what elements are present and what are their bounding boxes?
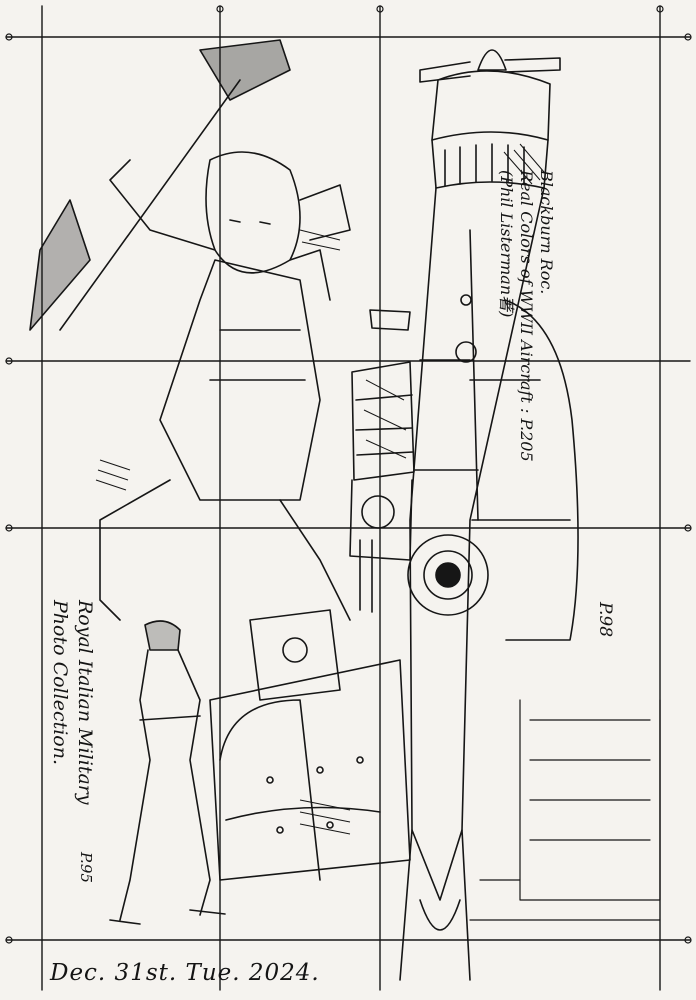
note-title-line: Blackburn Roc. (537, 170, 556, 295)
girl-hatching (95, 229, 341, 491)
note-source-line: Real Colors of WWII Aircraft : P.205 (517, 170, 536, 462)
tank-drawing (209, 609, 411, 881)
aircraft-reference-note: Blackburn Roc. Real Colors of WWII Aircr… (496, 170, 556, 462)
grid-lines (5, 5, 691, 991)
sketch-date: Dec. 31st. Tue. 2024. (50, 960, 320, 986)
note-author-line: (Phil Listerman著) (497, 170, 516, 318)
girl-figure-drawing (29, 39, 351, 621)
aircraft-drawing (349, 49, 579, 981)
soldier-drawing (109, 620, 226, 925)
background-buildings-drawing (469, 699, 661, 921)
page-ref-95: P.95 (77, 852, 95, 883)
reference-line-2: Photo Collection. (49, 600, 72, 766)
page-ref-98: P.98 (595, 602, 615, 638)
reference-line-1: Royal Italian Military (74, 600, 96, 805)
registration-marks (5, 5, 692, 944)
military-reference-note: Royal Italian Military Photo Collection. (48, 600, 97, 805)
